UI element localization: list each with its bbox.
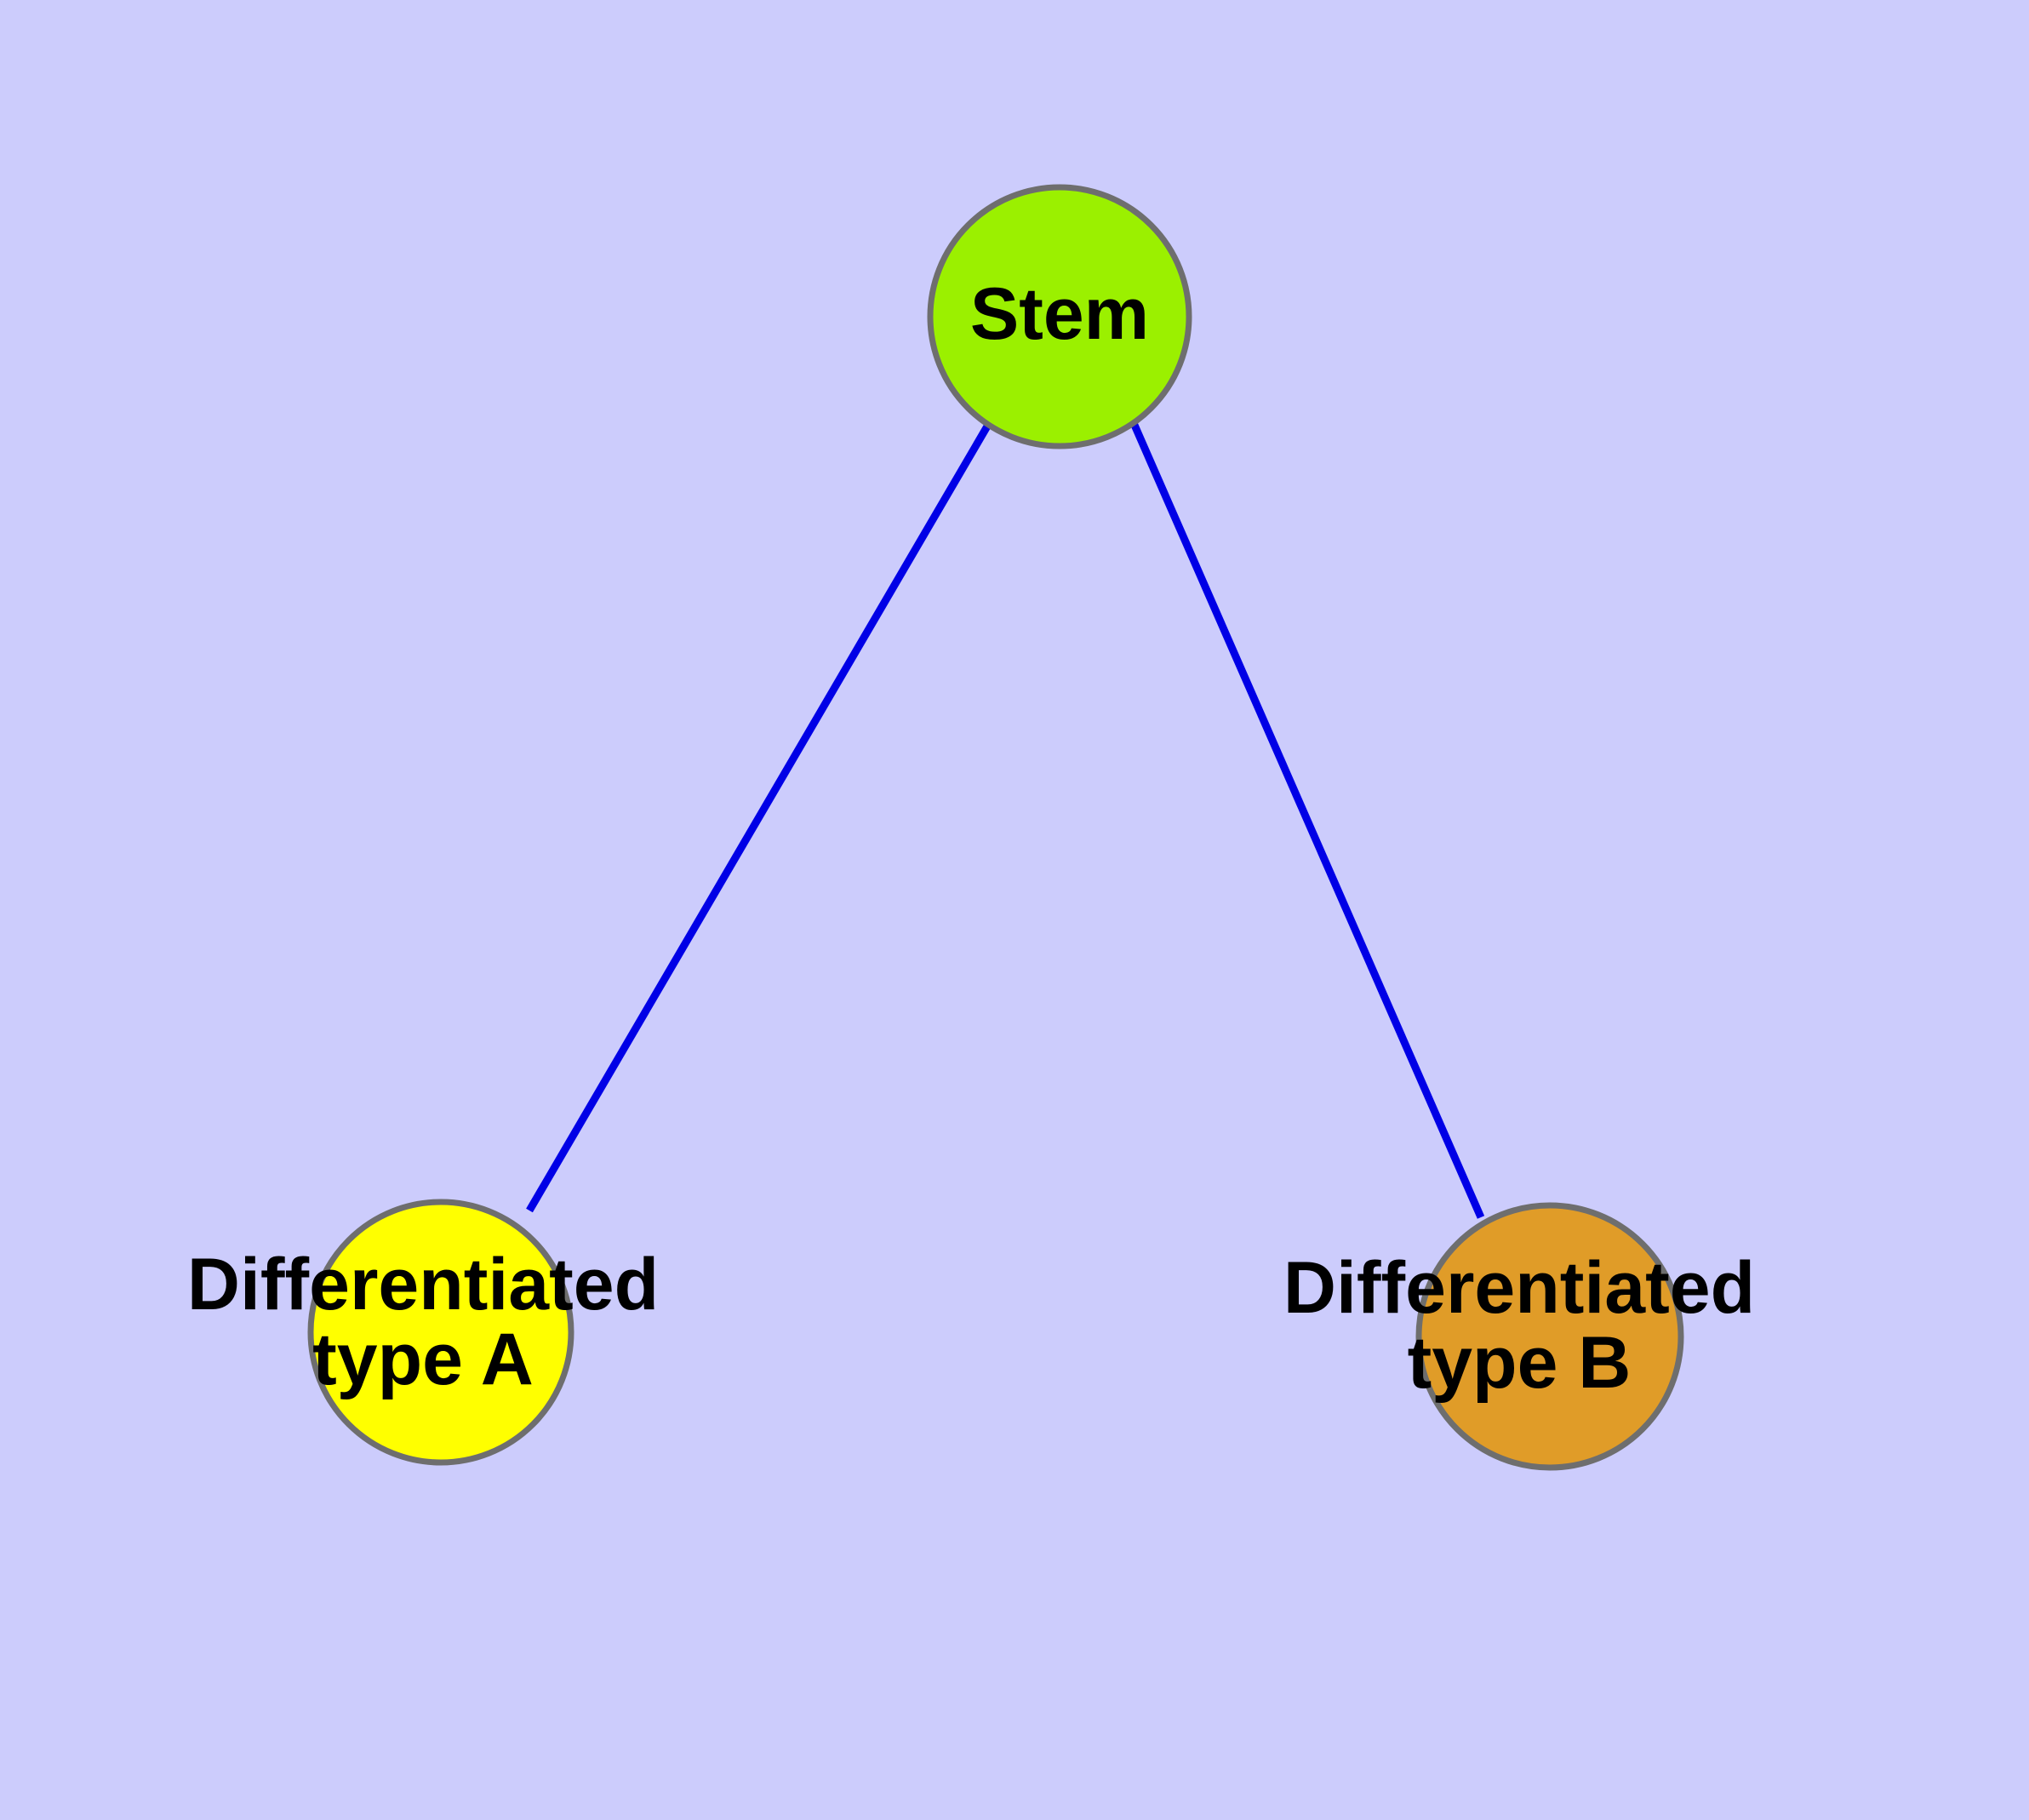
- node-diff-a-circle[interactable]: [307, 1199, 574, 1466]
- edge-stem-to-diff-b[interactable]: [1129, 421, 1485, 1219]
- node-diff-b-circle[interactable]: [1415, 1202, 1684, 1471]
- edge-stem-to-diff-a[interactable]: [526, 422, 992, 1213]
- node-stem-circle[interactable]: [927, 184, 1192, 449]
